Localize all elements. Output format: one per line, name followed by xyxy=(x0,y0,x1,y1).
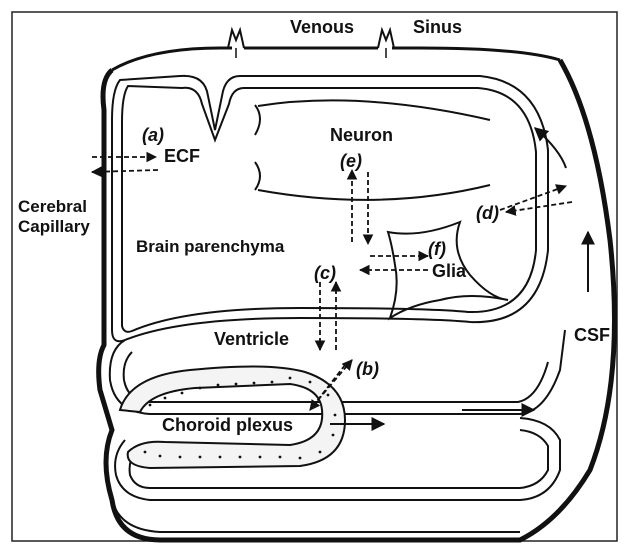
label-neuron: Neuron xyxy=(330,126,393,144)
exchange-arrows xyxy=(92,157,572,410)
label-choroid-plexus: Choroid plexus xyxy=(162,416,293,434)
neuron-cell xyxy=(255,100,490,199)
label-capillary: Capillary xyxy=(18,218,90,235)
label-glia: Glia xyxy=(432,262,466,280)
label-b: (b) xyxy=(356,360,379,378)
label-a: (a) xyxy=(142,126,164,144)
label-ecf: ECF xyxy=(164,147,200,165)
label-venous: Venous xyxy=(290,18,354,36)
label-c: (c) xyxy=(314,264,336,282)
label-brain-parenchyma: Brain parenchyma xyxy=(136,238,284,255)
label-e: (e) xyxy=(340,152,362,170)
label-ventricle: Ventricle xyxy=(214,330,289,348)
label-cerebral: Cerebral xyxy=(18,198,87,215)
label-sinus: Sinus xyxy=(413,18,462,36)
label-f: (f) xyxy=(428,240,446,258)
label-d: (d) xyxy=(476,204,499,222)
label-csf: CSF xyxy=(574,326,610,344)
